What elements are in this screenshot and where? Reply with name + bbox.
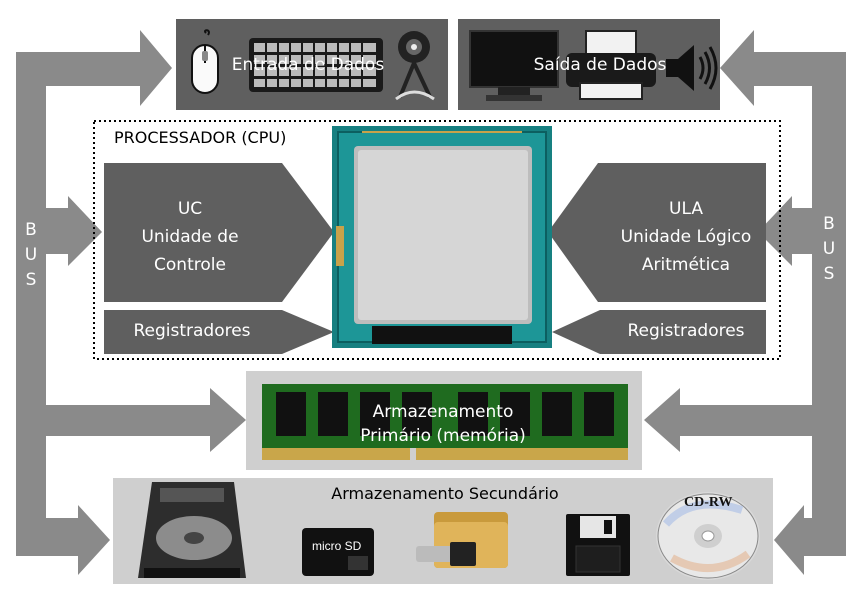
ram-module-icon (262, 384, 628, 462)
cd-rw-icon: CD-RW (656, 492, 760, 580)
uc-label: UC Unidade de Controle (120, 195, 260, 279)
printer-icon (566, 30, 656, 100)
input-box: Entrada de Dados (176, 19, 448, 110)
output-box: Saída de Dados (458, 19, 720, 110)
speaker-icon (666, 45, 718, 91)
cdrw-text: CD-RW (684, 495, 733, 510)
microsd-text: micro SD (312, 539, 362, 553)
bus-letter: B (823, 214, 835, 234)
primary-line: Armazenamento (372, 402, 514, 422)
primary-line: Primário (memória) (360, 426, 526, 446)
ula-line: Aritmética (641, 255, 731, 275)
input-label: Entrada de Dados (231, 55, 385, 75)
uc-line: Unidade de (141, 227, 239, 247)
ula-line: Unidade Lógico (620, 227, 752, 247)
registers-right-label: Registradores (627, 321, 745, 341)
webcam-icon (395, 31, 435, 101)
usb-folder-icon (416, 512, 508, 568)
monitor-icon (469, 30, 559, 101)
registers-left-label: Registradores (133, 321, 251, 341)
secondary-storage-label: Armazenamento Secundário (331, 484, 559, 503)
hard-drive-icon (138, 482, 246, 578)
uc-line: UC (177, 199, 203, 219)
bus-right-label: B U S (812, 212, 846, 287)
bus-letter: B (25, 220, 37, 240)
bus-letter: S (25, 270, 37, 290)
bus-letter: U (822, 239, 836, 259)
mouse-icon (191, 29, 219, 94)
ula-label: ULA Unidade Lógico Aritmética (608, 195, 764, 279)
output-label: Saída de Dados (533, 55, 667, 75)
cpu-title: PROCESSADOR (CPU) (114, 128, 287, 147)
bus-letter: U (24, 245, 38, 265)
ula-line: ULA (669, 199, 703, 219)
microsd-card-icon: micro SD (302, 528, 374, 576)
uc-line: Controle (154, 255, 226, 275)
keyboard-icon (249, 38, 383, 92)
bus-letter: S (823, 264, 835, 284)
cpu-chip-icon (332, 126, 552, 348)
bus-left-label: B U S (16, 218, 46, 293)
floppy-disk-icon (566, 514, 630, 576)
primary-storage-label: Armazenamento Primário (memória) (340, 400, 546, 448)
